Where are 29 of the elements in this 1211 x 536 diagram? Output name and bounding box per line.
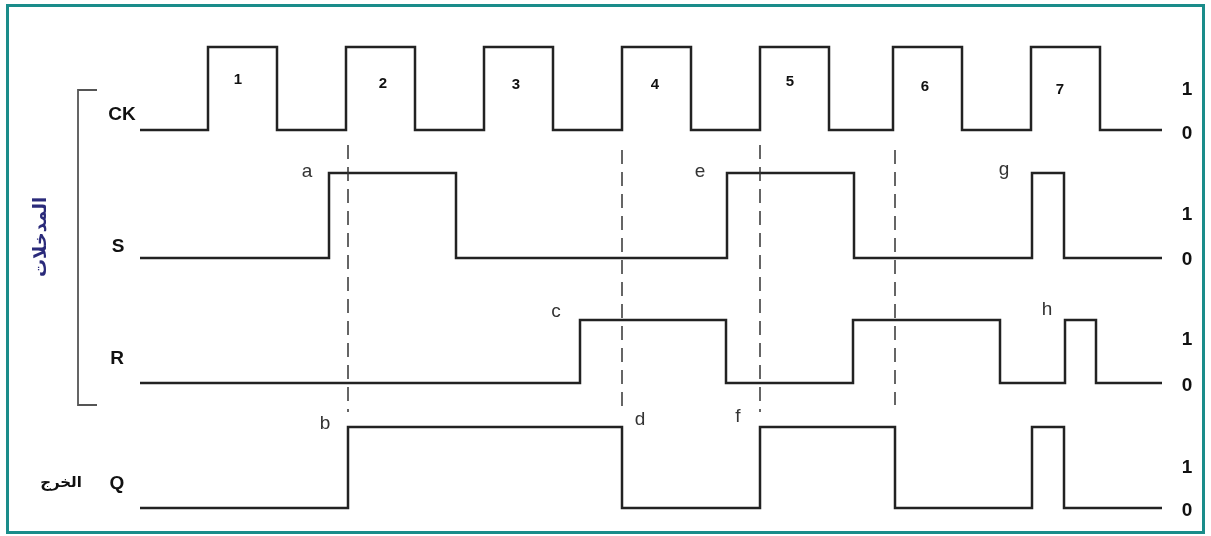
- point-letter: g: [998, 158, 1010, 178]
- pulse-number: 6: [920, 77, 930, 93]
- logic-level: 0: [1181, 122, 1193, 142]
- point-letter: a: [301, 160, 313, 180]
- pulse-number: 3: [511, 75, 521, 91]
- pulse-number: 7: [1055, 80, 1065, 96]
- point-letter: b: [319, 412, 331, 432]
- point-letter: c: [551, 300, 561, 320]
- logic-level: 1: [1181, 203, 1193, 223]
- logic-level: 1: [1181, 456, 1193, 476]
- signal-name: Q: [109, 472, 125, 492]
- logic-level: 1: [1181, 328, 1193, 348]
- logic-level: 0: [1181, 374, 1193, 394]
- point-letter: e: [694, 160, 706, 180]
- signal-name: S: [111, 235, 125, 255]
- logic-level: 0: [1181, 499, 1193, 519]
- point-letter: d: [634, 408, 646, 428]
- logic-level: 1: [1181, 78, 1193, 98]
- pulse-number: 5: [785, 72, 795, 88]
- pulse-number: 4: [650, 75, 660, 91]
- logic-level: 0: [1181, 248, 1193, 268]
- group-label: المدخلات: [31, 196, 49, 278]
- group-label: الخرج: [40, 474, 82, 490]
- signal-name: R: [110, 347, 124, 367]
- point-letter: f: [735, 405, 741, 425]
- signal-name: CK: [108, 103, 136, 123]
- pulse-number: 2: [378, 74, 388, 90]
- point-letter: h: [1041, 298, 1053, 318]
- pulse-number: 1: [233, 70, 243, 86]
